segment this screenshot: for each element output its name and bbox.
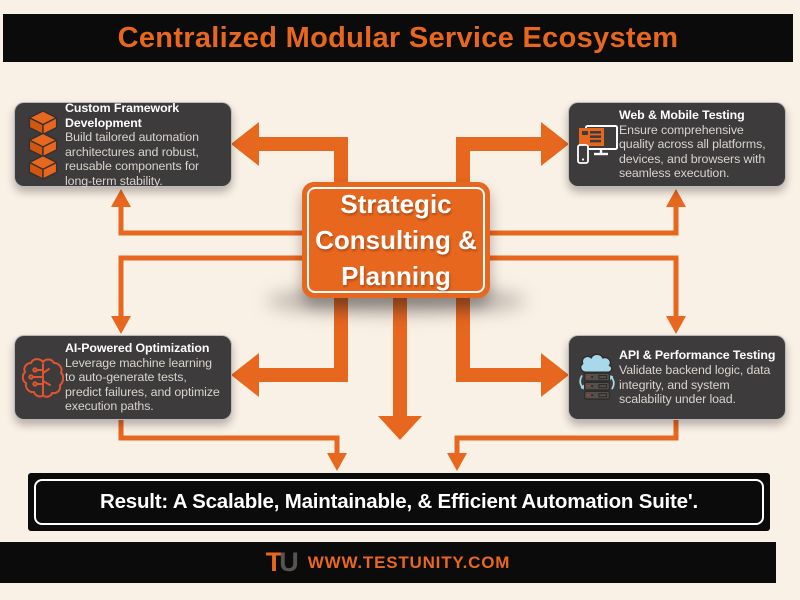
- node-description: Build tailored automation architectures …: [65, 130, 200, 188]
- connector-bottom-left-to-result: [118, 420, 347, 471]
- node-custom-framework-development: Custom Framework Development Build tailo…: [14, 100, 232, 188]
- node-api-performance-testing: API & Performance Testing Validate backe…: [568, 335, 786, 420]
- result-bar: Result: A Scalable, Maintainable, & Effi…: [28, 473, 770, 531]
- monitor-phone-icon: [577, 124, 618, 164]
- node-title: API & Performance Testing: [619, 348, 776, 363]
- connector-thin-left-down: [111, 255, 310, 334]
- connector-hub-to-top-left: [231, 122, 348, 183]
- connector-bottom-right-to-result: [447, 420, 679, 471]
- connector-thin-right-down: [482, 255, 686, 334]
- header-bar: Centralized Modular Service Ecosystem: [3, 14, 793, 62]
- hub-strategic-consulting-planning: Strategic Consulting & Planning: [302, 182, 490, 298]
- node-description: Leverage machine learning to auto-genera…: [65, 355, 220, 414]
- node-title: AI-Powered Optimization: [65, 341, 210, 356]
- stacked-cubes-icon: [28, 109, 58, 180]
- connector-hub-to-bottom-right: [456, 298, 569, 397]
- hub-inner-border: [307, 187, 485, 293]
- testunity-logo: TU: [265, 547, 299, 577]
- node-web-mobile-testing: Web & Mobile Testing Ensure comprehensiv…: [568, 102, 786, 187]
- node-description: Ensure comprehensive quality across all …: [619, 122, 766, 181]
- connector-hub-to-result: [378, 298, 422, 440]
- connector-hub-to-top-right: [456, 122, 569, 183]
- cloud-server-icon: [579, 353, 615, 400]
- node-title: Custom Framework Development: [65, 100, 180, 130]
- result-text: Result: A Scalable, Maintainable, & Effi…: [99, 490, 699, 513]
- page-title: Centralized Modular Service Ecosystem: [117, 21, 679, 54]
- footer-url: WWW.TESTUNITY.COM: [307, 552, 511, 572]
- result-inner-border: [34, 479, 764, 525]
- node-title: Web & Mobile Testing: [619, 108, 745, 123]
- connector-hub-to-bottom-left: [231, 298, 348, 397]
- node-description: Validate backend logic, data integrity, …: [619, 363, 771, 407]
- connector-thin-right-up: [482, 189, 686, 236]
- node-ai-powered-optimization: AI-Powered Optimization Leverage machine…: [14, 335, 232, 420]
- connector-thin-left-up: [111, 189, 310, 236]
- hub-label: Strategic Consulting & Planning: [315, 189, 477, 291]
- circuit-brain-icon: [22, 357, 64, 398]
- footer-bar: TU WWW.TESTUNITY.COM: [0, 542, 776, 583]
